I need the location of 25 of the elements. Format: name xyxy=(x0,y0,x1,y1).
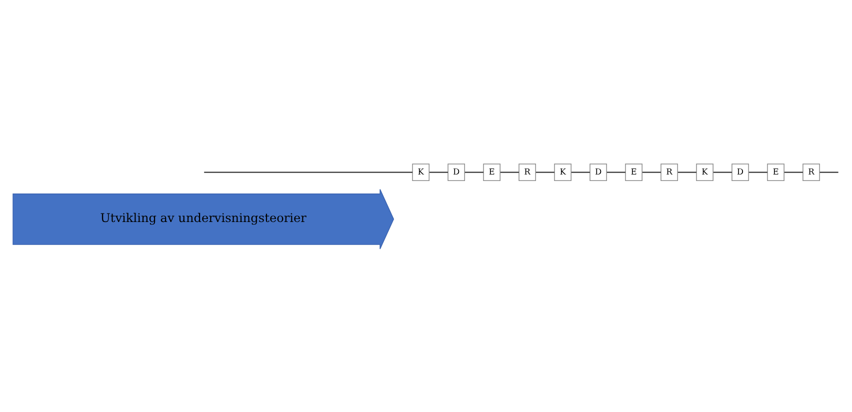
connector xyxy=(571,171,590,172)
node-box: E xyxy=(483,163,500,181)
connector xyxy=(820,171,838,172)
connector xyxy=(713,171,732,172)
connector xyxy=(642,171,661,172)
node-box: K xyxy=(554,163,572,181)
connector xyxy=(464,171,484,172)
connector xyxy=(784,171,803,172)
node-box: K xyxy=(696,163,714,181)
connector xyxy=(536,171,554,172)
connector xyxy=(678,171,696,172)
node-box: R xyxy=(660,163,678,181)
node-box: D xyxy=(732,163,749,181)
node-box: K xyxy=(412,163,430,181)
node-box: D xyxy=(448,163,465,181)
node-box: R xyxy=(518,163,536,181)
connector xyxy=(748,171,768,172)
node-box: D xyxy=(590,163,607,181)
node-box: E xyxy=(625,163,642,181)
node-box: R xyxy=(802,163,820,181)
connector xyxy=(500,171,519,172)
connector xyxy=(606,171,626,172)
connector xyxy=(204,171,412,172)
node-box: E xyxy=(767,163,784,181)
connector xyxy=(429,171,448,172)
